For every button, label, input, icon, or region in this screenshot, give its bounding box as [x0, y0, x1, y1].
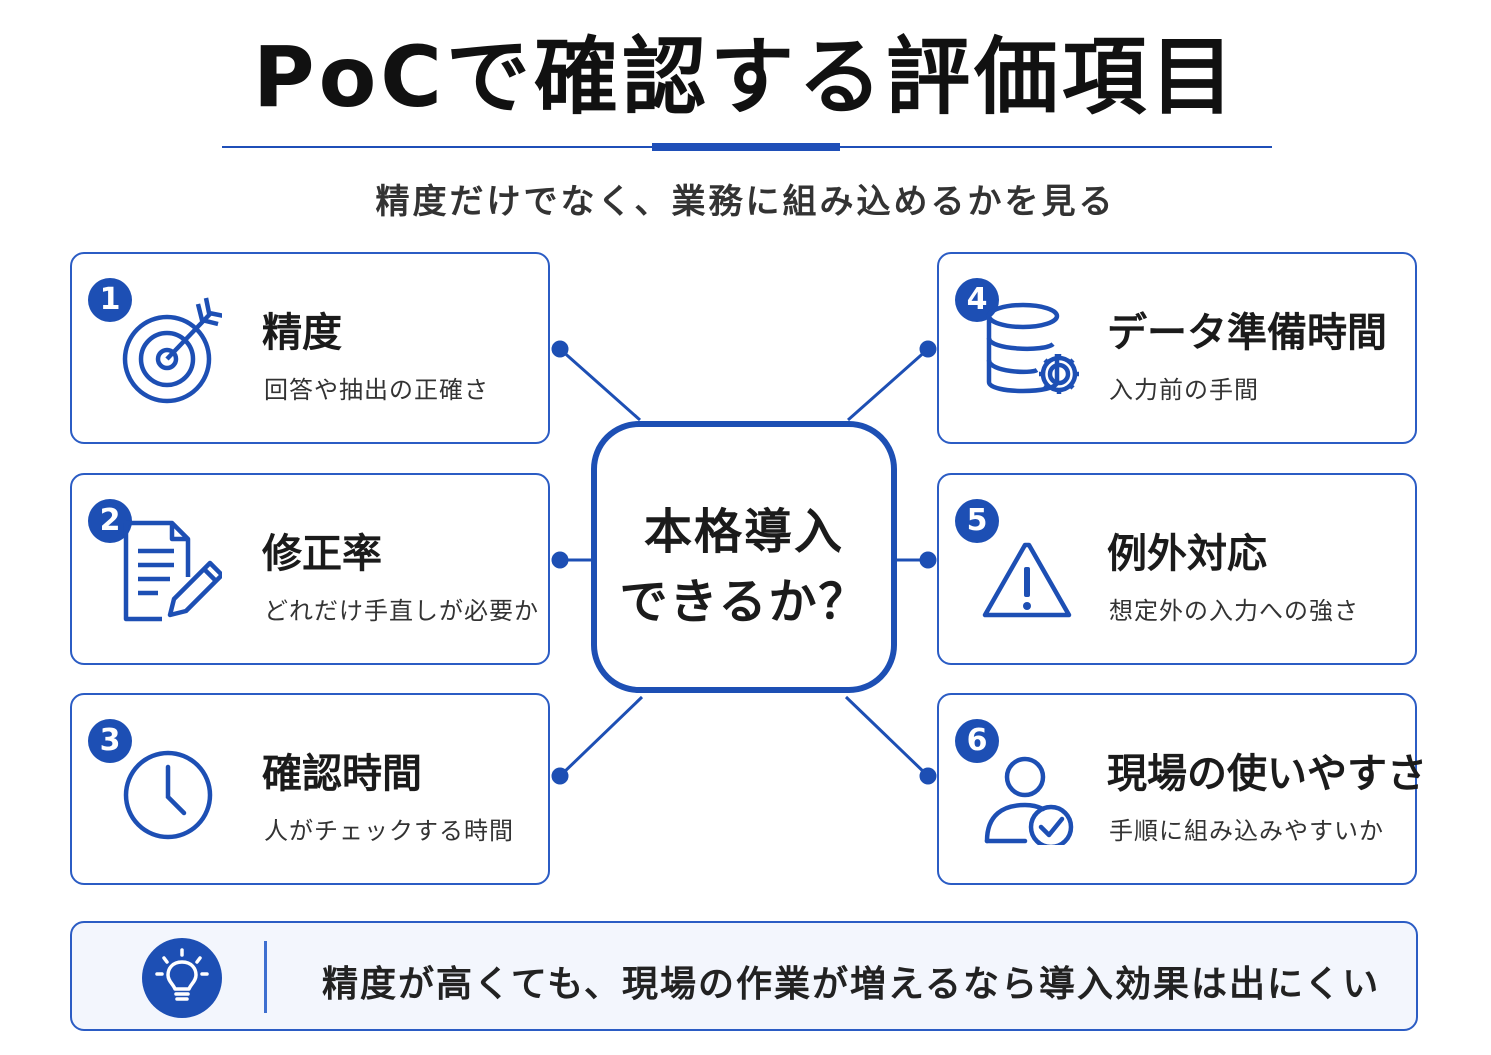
- card-description: どれだけ手直しが必要か: [264, 597, 539, 625]
- center-line-2: できるか？: [619, 574, 869, 630]
- connector-dot-1: [551, 340, 569, 358]
- card-review-time: 3 確認時間 人がチェックする時間: [70, 693, 550, 885]
- center-line-1: 本格導入: [643, 504, 844, 560]
- card-accuracy: 1 精度 回答や抽出の正確さ: [70, 252, 550, 444]
- card-title: 修正率: [262, 531, 382, 577]
- card-title: 例外対応: [1107, 531, 1267, 577]
- card-title: 現場の使いやすさ: [1107, 751, 1427, 797]
- database-gear-icon: [986, 302, 1079, 394]
- number-badge: 3: [88, 719, 132, 763]
- card-description: 入力前の手間: [1109, 376, 1259, 404]
- card-correction-rate: 2 修正率 どれだけ手直しが必要か: [70, 473, 550, 665]
- banner-text: 精度が高くても、現場の作業が増えるなら導入効果は出にくい: [322, 964, 1381, 1005]
- connector-6: [844, 695, 930, 778]
- number-badge: 5: [955, 499, 999, 543]
- lightbulb-icon: [142, 938, 222, 1018]
- card-title: データ準備時間: [1107, 310, 1387, 356]
- connector-3: [558, 695, 644, 778]
- connector-dot-3: [551, 767, 569, 785]
- page-subtitle: 精度だけでなく、業務に組み込めるかを見る: [375, 182, 1116, 222]
- center-question-box: 本格導入 できるか？: [591, 421, 897, 693]
- card-exception-handling: 5 例外対応 想定外の入力への強さ: [937, 473, 1417, 665]
- connector-dot-2: [551, 551, 569, 569]
- banner-divider: [264, 941, 267, 1013]
- takeaway-banner: 精度が高くても、現場の作業が増えるなら導入効果は出にくい: [70, 921, 1418, 1031]
- target-icon: [122, 297, 222, 404]
- center-question: 本格導入 できるか？: [597, 497, 891, 637]
- card-description: 回答や抽出の正確さ: [264, 376, 489, 404]
- clock-icon: [123, 750, 213, 840]
- card-description: 想定外の入力への強さ: [1109, 597, 1359, 625]
- number-badge: 1: [88, 278, 132, 322]
- card-data-prep-time: 4 データ準備時間 入力前の手間: [937, 252, 1417, 444]
- card-description: 人がチェックする時間: [264, 817, 514, 845]
- warning-icon: [982, 542, 1072, 618]
- card-title: 精度: [262, 310, 342, 356]
- connector-4: [847, 347, 929, 422]
- connector-dot-4: [919, 340, 937, 358]
- page-title: PoCで確認する評価項目: [253, 28, 1238, 126]
- title-underline-accent: [652, 143, 840, 151]
- number-badge: 4: [955, 278, 999, 322]
- connector-dot-6: [919, 767, 937, 785]
- connector-dot-5: [919, 551, 937, 569]
- card-description: 手順に組み込みやすいか: [1109, 817, 1384, 845]
- connector-1: [559, 347, 641, 422]
- card-usability: 6 現場の使いやすさ 手順に組み込みやすいか: [937, 693, 1427, 885]
- user-check-icon: [984, 756, 1074, 845]
- document-edit-icon: [123, 520, 222, 622]
- card-title: 確認時間: [262, 751, 422, 797]
- number-badge: 6: [955, 719, 999, 763]
